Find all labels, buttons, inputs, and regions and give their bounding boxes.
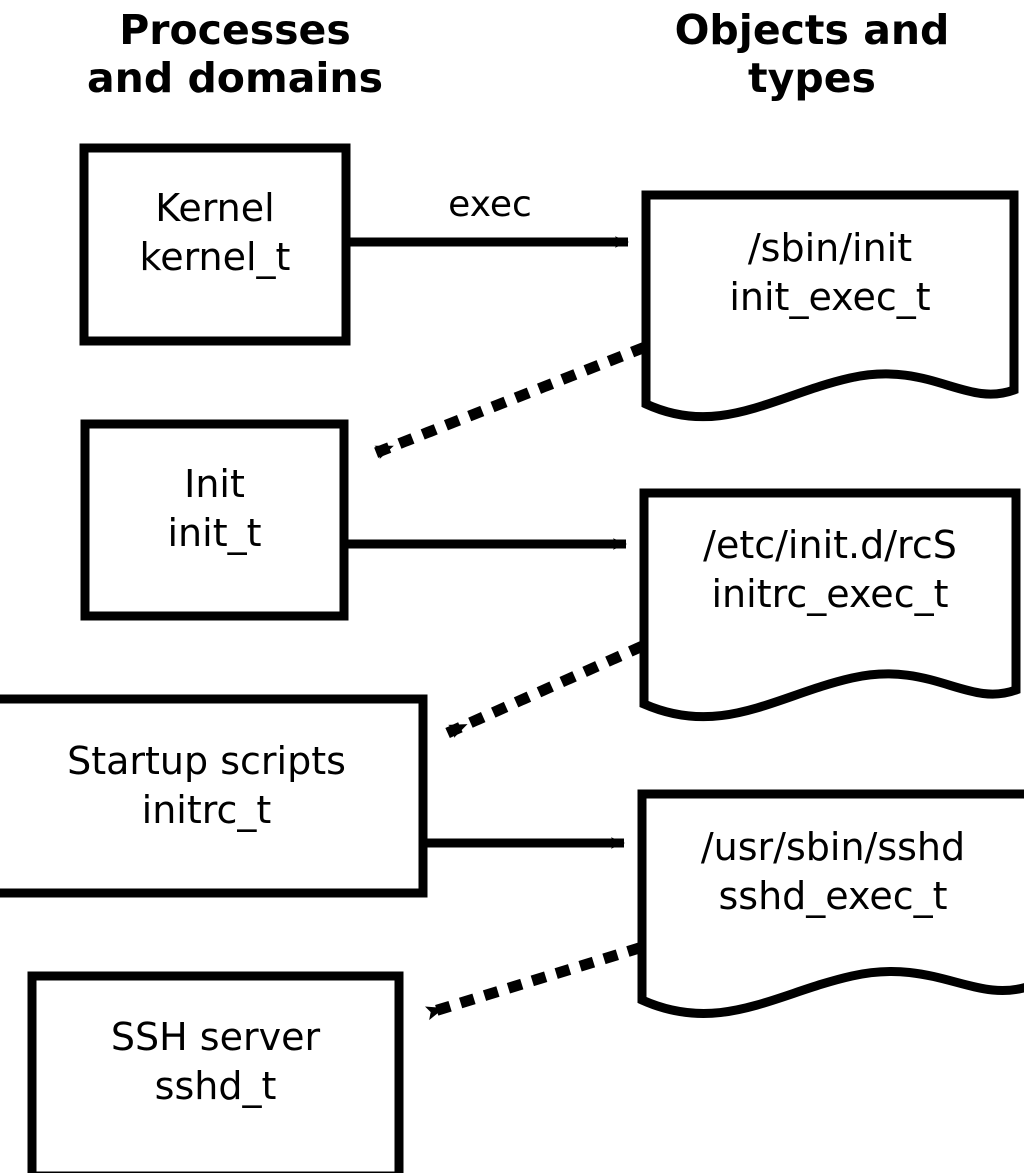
domain-box-kernel-rect[interactable] [79, 143, 351, 346]
domain-box-initrc-rect[interactable] [0, 694, 428, 898]
object-doc-sshd-exec-shape[interactable] [637, 789, 1024, 1018]
column-heading-objects: Objects and types [674, 6, 950, 103]
edge-initrc-exec-to-initrc [444, 640, 646, 739]
domain-box-sshd[interactable] [27, 971, 404, 1173]
domain-box-kernel[interactable] [79, 143, 351, 346]
domain-box-initrc[interactable] [0, 694, 428, 898]
column-heading-processes: Processes and domains [86, 6, 384, 103]
object-doc-initrc-exec-shape[interactable] [639, 488, 1021, 722]
domain-box-sshd-rect[interactable] [27, 971, 404, 1173]
edge-sshd-exec-to-sshd [421, 942, 643, 1021]
object-doc-init-exec-shape[interactable] [641, 190, 1019, 422]
edge-label-exec: exec [448, 184, 532, 225]
domain-box-init[interactable] [80, 419, 349, 621]
object-doc-init-exec[interactable] [641, 190, 1019, 422]
edge-init-exec-to-init [370, 341, 648, 460]
object-doc-sshd-exec[interactable] [637, 789, 1024, 1018]
object-doc-initrc-exec[interactable] [639, 488, 1021, 722]
domain-box-init-rect[interactable] [80, 419, 349, 621]
